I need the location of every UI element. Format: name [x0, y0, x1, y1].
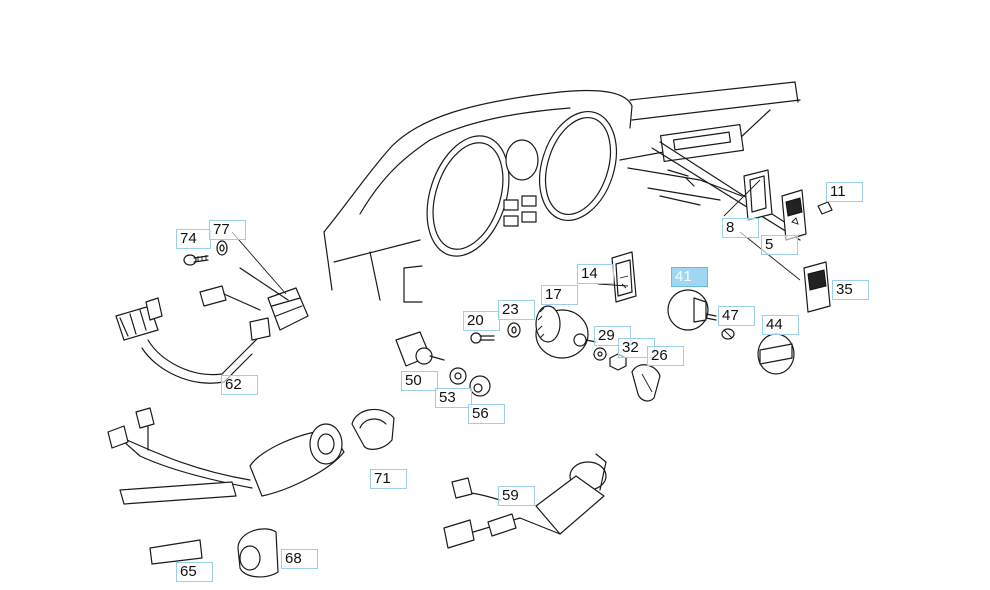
callout-47[interactable]: 47 — [718, 306, 755, 326]
rocker-switch-part-35 — [803, 261, 831, 313]
knob-part-26 — [631, 364, 661, 402]
callout-62[interactable]: 62 — [221, 375, 258, 395]
callout-77[interactable]: 77 — [209, 220, 246, 240]
callout-20[interactable]: 20 — [463, 311, 500, 331]
switch-part-50 — [395, 331, 445, 367]
leader-lines — [231, 179, 801, 295]
callout-26[interactable]: 26 — [647, 346, 684, 366]
stalk-switch-assembly — [107, 407, 345, 505]
bracket-part-71 — [351, 408, 395, 450]
bracket-part-68 — [237, 528, 279, 578]
rotary-switch-part-17 — [535, 305, 597, 359]
bulb-part-11 — [817, 201, 833, 215]
switch-part-59 — [443, 453, 607, 549]
callout-50[interactable]: 50 — [401, 371, 438, 391]
screw-part-20 — [470, 332, 495, 344]
callout-8[interactable]: 8 — [722, 218, 759, 238]
nut-part-56 — [469, 375, 491, 397]
rheostat-part-41 — [667, 289, 717, 331]
callout-68[interactable]: 68 — [281, 549, 318, 569]
screw-part-74 — [183, 254, 209, 266]
callout-11[interactable]: 11 — [826, 182, 863, 202]
washer-part-29 — [593, 347, 607, 361]
callout-41[interactable]: 41 — [671, 267, 708, 287]
cap-part-65 — [149, 539, 203, 565]
callout-53[interactable]: 53 — [435, 388, 472, 408]
callout-44[interactable]: 44 — [762, 315, 799, 335]
rocker-switch-part-8 — [743, 169, 773, 221]
rocker-switch-part-5 — [781, 189, 807, 241]
callout-71[interactable]: 71 — [370, 469, 407, 489]
grommet-part-53 — [449, 367, 467, 385]
callout-35[interactable]: 35 — [832, 280, 869, 300]
knob-part-44 — [757, 333, 795, 375]
callout-5[interactable]: 5 — [761, 235, 798, 255]
callout-32[interactable]: 32 — [618, 338, 655, 358]
washer-part-77 — [216, 240, 228, 256]
callout-17[interactable]: 17 — [541, 285, 578, 305]
callout-14[interactable]: 14 — [577, 264, 614, 284]
dashboard-outline — [323, 81, 801, 303]
switch-part-14 — [611, 251, 637, 303]
clip-part-47 — [721, 328, 735, 340]
combination-switch-part-62 — [115, 267, 309, 384]
callout-65[interactable]: 65 — [176, 562, 213, 582]
washer-part-23 — [507, 322, 521, 338]
callout-74[interactable]: 74 — [176, 229, 211, 249]
instrument-cluster — [426, 110, 617, 257]
callout-59[interactable]: 59 — [498, 486, 535, 506]
callout-23[interactable]: 23 — [498, 300, 535, 320]
callout-56[interactable]: 56 — [468, 404, 505, 424]
